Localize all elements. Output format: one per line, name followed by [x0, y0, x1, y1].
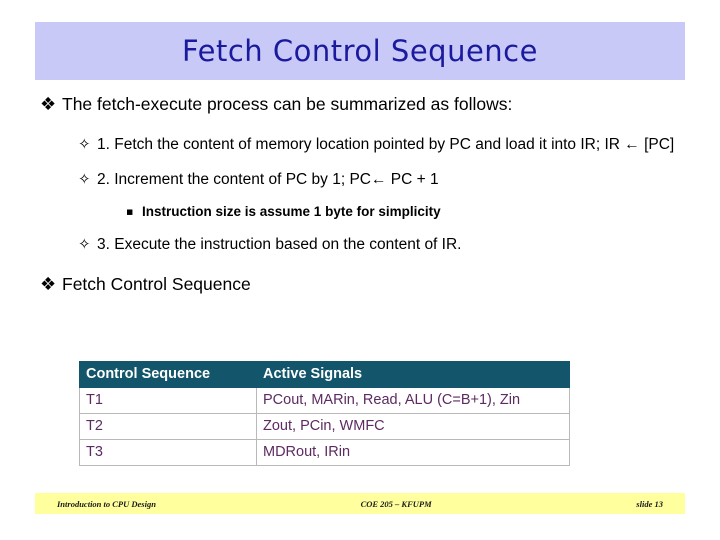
slide-title-band: Fetch Control Sequence	[35, 22, 685, 80]
diamond-filled-icon: ❖	[40, 94, 57, 115]
bullet-step-2-note: ▪ Instruction size is assume 1 byte for …	[0, 201, 720, 223]
bullet-section-heading: ❖ Fetch Control Sequence	[0, 272, 720, 297]
cell-active-signals: PCout, MARin, Read, ALU (C=B+1), Zin	[256, 387, 570, 414]
cell-control-sequence: T3	[79, 439, 257, 466]
table-row: T1 PCout, MARin, Read, ALU (C=B+1), Zin	[79, 387, 570, 414]
column-header-active-signals: Active Signals	[256, 361, 570, 388]
table-header-row: Control Sequence Active Signals	[79, 361, 570, 388]
bullet-step-3-text: 3. Execute the instruction based on the …	[97, 236, 462, 253]
column-header-control-sequence: Control Sequence	[79, 361, 257, 388]
spacer	[0, 258, 720, 272]
footer-slide-number: slide 13	[636, 498, 663, 509]
bullet-step-1-text: 1. Fetch the content of memory location …	[97, 136, 675, 153]
table-row: T3 MDRout, IRin	[79, 439, 570, 466]
footer-course-title: Introduction to CPU Design	[57, 498, 156, 509]
cell-control-sequence: T2	[79, 413, 257, 440]
bullet-step-2-text: 2. Increment the content of PC by 1; PC←…	[97, 171, 439, 188]
diamond-outline-icon: ✧	[78, 170, 91, 188]
spacer	[0, 158, 720, 168]
square-bullet-icon: ▪	[126, 205, 134, 218]
bullet-intro-text: The fetch-execute process can be summari…	[62, 94, 513, 114]
page-title: Fetch Control Sequence	[182, 34, 538, 68]
bullet-step-2-note-text: Instruction size is assume 1 byte for si…	[142, 204, 441, 219]
spacer	[0, 193, 720, 201]
diamond-filled-icon: ❖	[40, 274, 57, 295]
bullet-intro: ❖ The fetch-execute process can be summa…	[0, 92, 720, 117]
bullet-section-heading-text: Fetch Control Sequence	[62, 274, 251, 294]
bullet-step-1: ✧ 1. Fetch the content of memory locatio…	[0, 133, 720, 156]
cell-active-signals: Zout, PCin, WMFC	[256, 413, 570, 440]
cell-control-sequence: T1	[79, 387, 257, 414]
control-sequence-table: Control Sequence Active Signals T1 PCout…	[79, 361, 570, 466]
footer-course-code: COE 205 – KFUPM	[360, 498, 432, 509]
spacer	[0, 119, 720, 133]
cell-active-signals: MDRout, IRin	[256, 439, 570, 466]
slide-footer: Introduction to CPU Design COE 205 – KFU…	[35, 493, 685, 514]
bullet-step-3: ✧ 3. Execute the instruction based on th…	[0, 233, 720, 256]
table-row: T2 Zout, PCin, WMFC	[79, 413, 570, 440]
diamond-outline-icon: ✧	[78, 135, 91, 153]
bullet-step-2: ✧ 2. Increment the content of PC by 1; P…	[0, 168, 720, 191]
diamond-outline-icon: ✧	[78, 235, 91, 253]
slide-body: ❖ The fetch-execute process can be summa…	[0, 92, 720, 299]
spacer	[0, 225, 720, 233]
